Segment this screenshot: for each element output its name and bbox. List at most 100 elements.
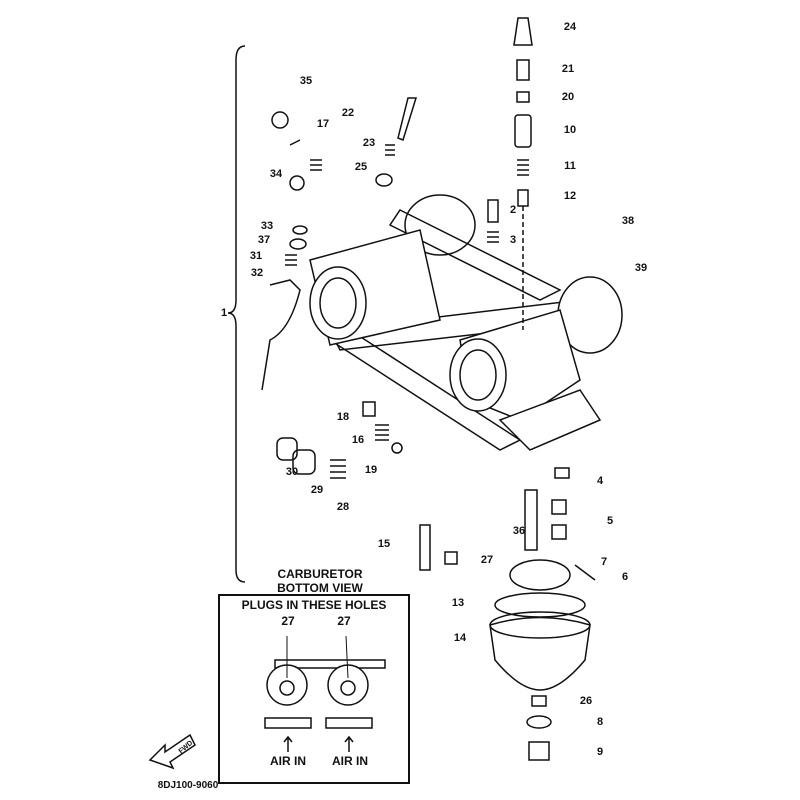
part-label: 5 — [606, 515, 614, 527]
part-label: 19 — [364, 464, 378, 476]
part-label: 22 — [341, 107, 355, 119]
part-label: 24 — [563, 21, 577, 33]
part-23-spring — [385, 144, 395, 156]
left-carb-intake — [309, 266, 367, 340]
part-label: 9 — [596, 746, 604, 758]
right-carb-bore — [459, 349, 497, 401]
inset-title: CARBURETOR BOTTOM VIEW — [277, 567, 363, 595]
part-9-plug — [528, 741, 550, 761]
part-24-cap — [513, 17, 533, 46]
part-6-pin — [574, 564, 596, 581]
part-22-screw — [397, 97, 418, 141]
part-label: 23 — [362, 137, 376, 149]
part-label: 1 — [220, 307, 228, 319]
part-label: 11 — [564, 160, 576, 172]
part-18 — [362, 401, 376, 417]
part-label: 14 — [453, 632, 467, 644]
part-label: 36 — [512, 525, 526, 537]
part-13-oring — [494, 592, 586, 618]
part-19 — [391, 442, 403, 454]
part-label: 6 — [621, 571, 629, 583]
part-28-spring — [330, 459, 346, 479]
part-31-spring — [285, 254, 297, 266]
part-17 — [289, 139, 322, 171]
air-in-right-label: AIR IN — [332, 754, 368, 768]
bowl-rim — [489, 611, 591, 639]
part-label: 13 — [451, 597, 465, 609]
air-in-left-label: AIR IN — [270, 754, 306, 768]
part-label: 27 — [480, 554, 494, 566]
part-33 — [292, 225, 308, 235]
part-label: 3 — [509, 234, 517, 246]
assembly-bracket — [227, 45, 246, 583]
part-27 — [444, 551, 458, 565]
part-2-screw — [487, 199, 499, 223]
part-8-washer — [526, 715, 552, 729]
part-label: 2 — [509, 204, 517, 216]
part-label: 18 — [336, 411, 350, 423]
inset-plug-label-left: 27 — [281, 614, 295, 628]
part-label: 26 — [579, 695, 593, 707]
part-26 — [531, 695, 547, 707]
part-10 — [514, 114, 532, 148]
part-label: 21 — [561, 63, 575, 75]
part-37 — [289, 238, 307, 250]
top-rail — [388, 209, 562, 301]
part-label: 34 — [269, 168, 283, 180]
part-label: 30 — [285, 466, 299, 478]
inset-plug-label-right: 27 — [337, 614, 351, 628]
part-5a — [551, 499, 567, 515]
inset-leader-lines — [286, 635, 349, 679]
inset-box — [218, 594, 410, 784]
part-label: 31 — [249, 250, 263, 262]
part-7-float — [509, 559, 571, 591]
part-label: 10 — [563, 124, 577, 136]
inset-bases — [264, 717, 373, 729]
part-label: 7 — [600, 556, 608, 568]
part-label: 25 — [354, 161, 368, 173]
part-label: 33 — [260, 220, 274, 232]
drawing-code: 8DJ100-9060 — [157, 780, 219, 791]
part-label: 12 — [563, 190, 577, 202]
inset-rail — [274, 659, 386, 669]
part-11-spring — [517, 159, 529, 176]
part-label: 16 — [351, 434, 365, 446]
part-label: 4 — [596, 475, 604, 487]
inset-subtitle: PLUGS IN THESE HOLES — [241, 598, 387, 612]
part-label: 35 — [299, 75, 313, 87]
part-label: 37 — [257, 234, 271, 246]
inset-title-line2: BOTTOM VIEW — [277, 581, 363, 595]
part-label: 17 — [316, 118, 330, 130]
inset-title-line1: CARBURETOR — [277, 567, 363, 581]
part-25 — [375, 173, 393, 187]
air-in-arrows — [283, 735, 354, 752]
left-carb-diaphragm — [404, 194, 476, 256]
part-label: 29 — [310, 484, 324, 496]
inset-left-hole — [279, 680, 295, 696]
part-15 — [419, 524, 431, 571]
part-20-nut — [516, 91, 530, 103]
part-36-jet — [524, 489, 538, 551]
part-14-bowl — [489, 616, 591, 691]
part-label: 20 — [561, 91, 575, 103]
part-label: 38 — [621, 215, 635, 227]
part-3-spring — [487, 231, 499, 243]
part-35 — [271, 111, 289, 129]
left-carb-bore — [319, 277, 357, 329]
part-34 — [289, 175, 305, 191]
part-30 — [276, 437, 298, 461]
part-label: 39 — [634, 262, 648, 274]
part-5b — [551, 524, 567, 540]
part-16-spring — [375, 424, 389, 441]
float-chamber-flange — [498, 389, 602, 451]
part-12 — [517, 189, 529, 207]
part-label: 32 — [250, 267, 264, 279]
inset-right-carb — [327, 664, 369, 706]
part-32-wire — [261, 279, 301, 391]
right-carb-intake — [449, 338, 507, 412]
part-label: 28 — [336, 501, 350, 513]
part-4 — [554, 467, 570, 479]
part-29 — [292, 449, 316, 475]
